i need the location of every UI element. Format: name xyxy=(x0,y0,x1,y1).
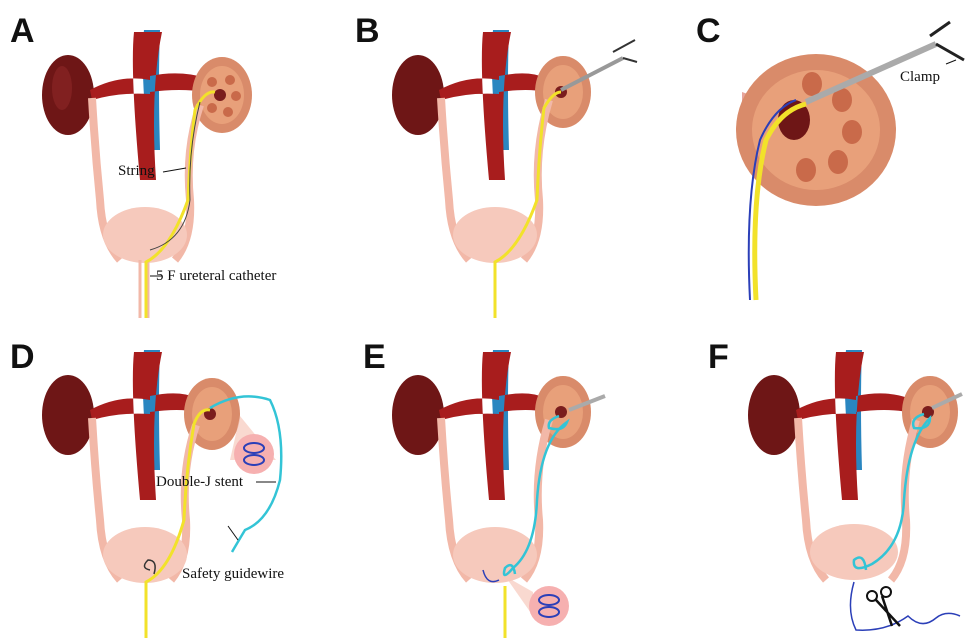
panel-a: A String 5 F ureteral catheter xyxy=(0,0,323,320)
aorta xyxy=(796,352,908,500)
kidney-left xyxy=(42,375,94,455)
kidney-left xyxy=(392,55,444,135)
scissors-icon xyxy=(867,587,900,626)
kidney-right xyxy=(192,57,252,133)
clamp-label: Clamp xyxy=(900,70,940,85)
clamp-arrow xyxy=(946,60,956,64)
urinary-tract-illustration xyxy=(323,320,646,640)
guidewire-label: Safety guidewire xyxy=(182,567,284,582)
panel-e: E xyxy=(323,320,646,640)
urinary-tract-illustration xyxy=(646,320,969,640)
suture-thread xyxy=(850,582,960,630)
kidney-left xyxy=(392,375,444,455)
clamp-icon xyxy=(613,40,637,62)
panel-c: C Clamp xyxy=(646,0,969,320)
kidney-left xyxy=(42,55,94,135)
bladder xyxy=(453,207,537,263)
catheter-label: 5 F ureteral catheter xyxy=(156,269,276,284)
guidewire-arrow xyxy=(228,526,238,540)
bladder xyxy=(103,207,187,263)
panel-f: F xyxy=(646,320,969,640)
string-label: String xyxy=(118,164,155,179)
panel-d: D Double-J stent Safety guidewire xyxy=(0,320,323,640)
panel-b: B xyxy=(323,0,646,320)
kidney-closeup-illustration xyxy=(646,0,969,320)
aorta xyxy=(439,352,545,500)
string-arrow xyxy=(163,168,186,172)
aorta xyxy=(439,32,545,180)
urinary-tract-illustration xyxy=(323,0,646,320)
bladder xyxy=(103,527,187,583)
kidney-left xyxy=(748,375,800,455)
stent-label: Double-J stent xyxy=(156,475,243,490)
clamp-icon xyxy=(930,22,964,60)
